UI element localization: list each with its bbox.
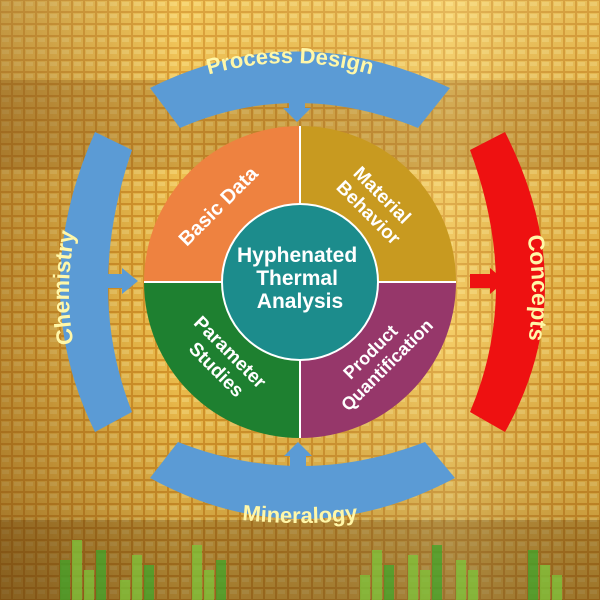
green-bar <box>420 570 430 600</box>
green-bar <box>192 545 202 600</box>
green-bar <box>84 570 94 600</box>
green-bar <box>144 565 154 600</box>
green-bar <box>60 560 70 600</box>
green-bar <box>408 555 418 600</box>
green-bar-decoration <box>60 540 562 600</box>
arrow-right-icon <box>100 268 138 294</box>
green-bar <box>384 565 394 600</box>
mineralogy-label: Mineralogy <box>242 500 360 528</box>
concepts-arc <box>470 132 545 432</box>
green-bar <box>540 565 550 600</box>
green-bar <box>432 545 442 600</box>
concepts-arrow-right-icon <box>470 268 505 294</box>
green-bar <box>528 550 538 600</box>
process-design-arc <box>150 51 450 128</box>
chemistry-arc <box>60 132 132 432</box>
green-bar <box>552 575 562 600</box>
green-bar <box>96 550 106 600</box>
green-bar <box>372 550 382 600</box>
green-bar <box>360 575 370 600</box>
center-title: Hyphenated Thermal Analysis <box>237 244 363 313</box>
arrow-up-icon <box>284 442 312 472</box>
arrow-down-icon <box>283 92 311 122</box>
green-bar <box>216 560 226 600</box>
green-bar <box>132 555 142 600</box>
green-bar <box>468 570 478 600</box>
center-circle <box>221 203 379 361</box>
green-bar <box>120 580 130 600</box>
green-bar <box>456 560 466 600</box>
concepts-label: Concepts <box>523 233 553 343</box>
mineralogy-arc <box>150 442 455 519</box>
green-bar <box>204 570 214 600</box>
green-bar <box>72 540 82 600</box>
